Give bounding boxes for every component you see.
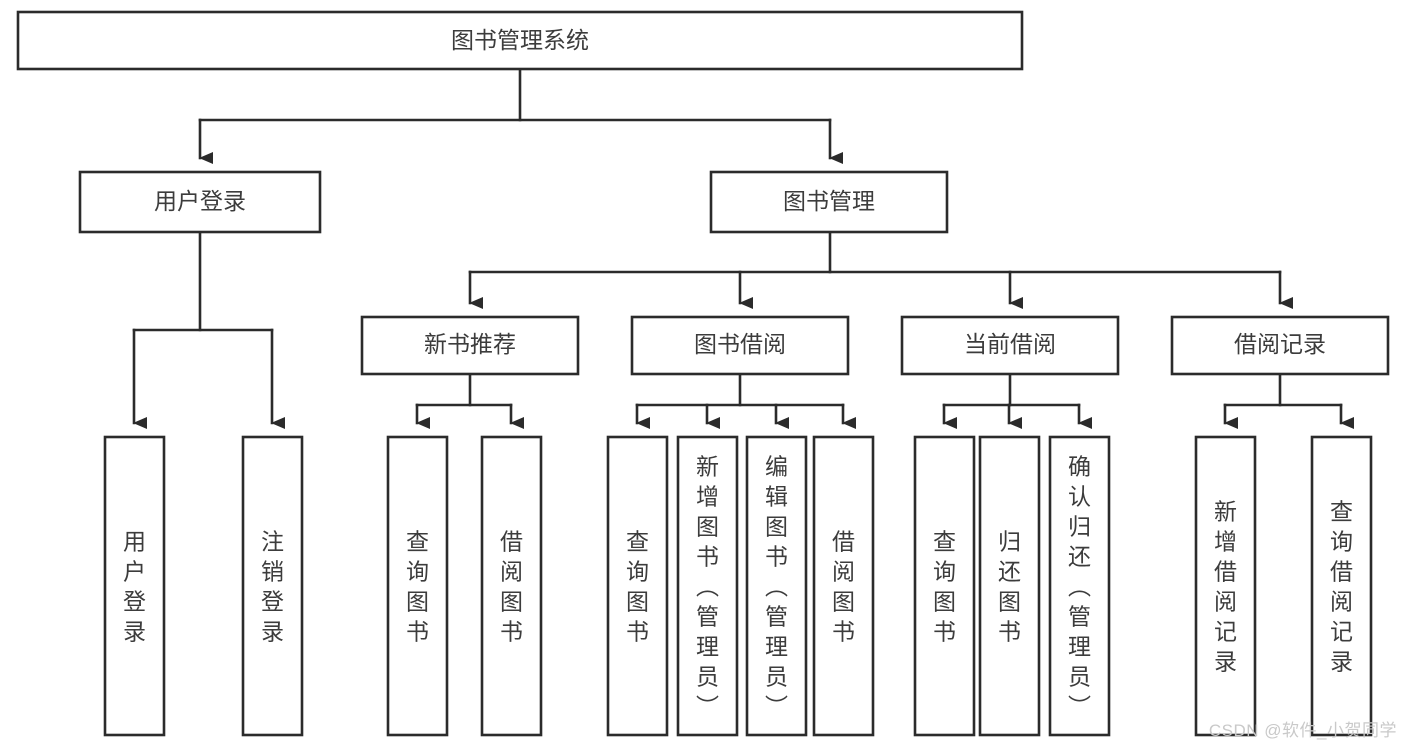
node-book-manage-label: 图书管理 [783, 188, 875, 214]
connector-layer [132, 67, 1354, 429]
leaf-node[interactable]: 借阅图书 [480, 435, 543, 737]
leaf-node-box[interactable] [241, 435, 304, 737]
leaf-node-label: 借阅图书 [500, 528, 523, 644]
leaf-node-label: 新增借阅记录 [1214, 498, 1237, 674]
leaf-node-box[interactable] [606, 435, 669, 737]
leaf-node-box[interactable] [1310, 435, 1373, 737]
leaf-node-label: 查询图书 [406, 528, 429, 644]
leaf-node[interactable]: 查询图书 [913, 435, 976, 737]
leaf-node-label: 查询图书 [933, 528, 956, 644]
node-user-login[interactable]: 用户登录 [78, 170, 322, 234]
leaf-node-box[interactable] [812, 435, 875, 737]
node-user-login-label: 用户登录 [154, 188, 246, 214]
node-book-borrow-box[interactable] [630, 315, 850, 376]
leaf-node[interactable]: 查询图书 [386, 435, 449, 737]
leaf-node[interactable]: 编辑图书︵管理员︶ [745, 435, 808, 737]
node-borrow-record-box[interactable] [1170, 315, 1390, 376]
leaf-node-box[interactable] [386, 435, 449, 737]
leaf-node-label: 用户登录 [123, 528, 146, 644]
node-new-book-recommend[interactable]: 新书推荐 [360, 315, 580, 376]
leaf-node-label: 归还图书 [998, 528, 1021, 644]
leaf-node-label: 查询图书 [626, 528, 649, 644]
node-root[interactable]: 图书管理系统 [16, 10, 1024, 71]
node-new-book-recommend-box[interactable] [360, 315, 580, 376]
node-book-manage-box[interactable] [709, 170, 949, 234]
node-book-manage[interactable]: 图书管理 [709, 170, 949, 234]
leaf-node-label: 注销登录 [261, 528, 284, 644]
leaf-node[interactable]: 确认归还︵管理员︶ [1048, 435, 1111, 737]
node-current-borrow[interactable]: 当前借阅 [900, 315, 1120, 376]
leaf-node-box[interactable] [1048, 435, 1111, 737]
node-current-borrow-box[interactable] [900, 315, 1120, 376]
leaf-node[interactable]: 用户登录 [103, 435, 166, 737]
leaf-node-box[interactable] [913, 435, 976, 737]
leaf-node[interactable]: 查询借阅记录 [1310, 435, 1373, 737]
leaf-node-box[interactable] [480, 435, 543, 737]
node-root-box[interactable] [16, 10, 1024, 71]
leaf-node-label: 查询借阅记录 [1330, 498, 1353, 674]
leaf-node[interactable]: 新增借阅记录 [1194, 435, 1257, 737]
leaf-node[interactable]: 注销登录 [241, 435, 304, 737]
node-root-label: 图书管理系统 [451, 27, 589, 53]
leaf-node-box[interactable] [978, 435, 1041, 737]
leaf-node-label: 编辑图书︵管理员︶ [765, 453, 788, 719]
leaf-node[interactable]: 借阅图书 [812, 435, 875, 737]
node-book-borrow-label: 图书借阅 [694, 331, 786, 357]
node-user-login-box[interactable] [78, 170, 322, 234]
leaf-node[interactable]: 查询图书 [606, 435, 669, 737]
leaf-node-label: 确认归还︵管理员︶ [1068, 453, 1091, 719]
node-current-borrow-label: 当前借阅 [964, 331, 1056, 357]
leaf-node-layer: 用户登录 注销登录 查询图书 借阅图书 查询图书 新增图书︵管理员︶ 编辑图书︵管理员︶ 借阅… [103, 435, 1373, 737]
leaf-node[interactable]: 新增图书︵管理员︶ [676, 435, 739, 737]
leaf-node-label: 新增图书︵管理员︶ [696, 453, 719, 719]
leaf-node-box[interactable] [1194, 435, 1257, 737]
leaf-node-box[interactable] [745, 435, 808, 737]
leaf-node-box[interactable] [676, 435, 739, 737]
leaf-node[interactable]: 归还图书 [978, 435, 1041, 737]
node-book-borrow[interactable]: 图书借阅 [630, 315, 850, 376]
node-borrow-record[interactable]: 借阅记录 [1170, 315, 1390, 376]
leaf-node-label: 借阅图书 [832, 528, 855, 644]
node-new-book-recommend-label: 新书推荐 [424, 331, 516, 357]
node-borrow-record-label: 借阅记录 [1234, 331, 1326, 357]
leaf-node-box[interactable] [103, 435, 166, 737]
